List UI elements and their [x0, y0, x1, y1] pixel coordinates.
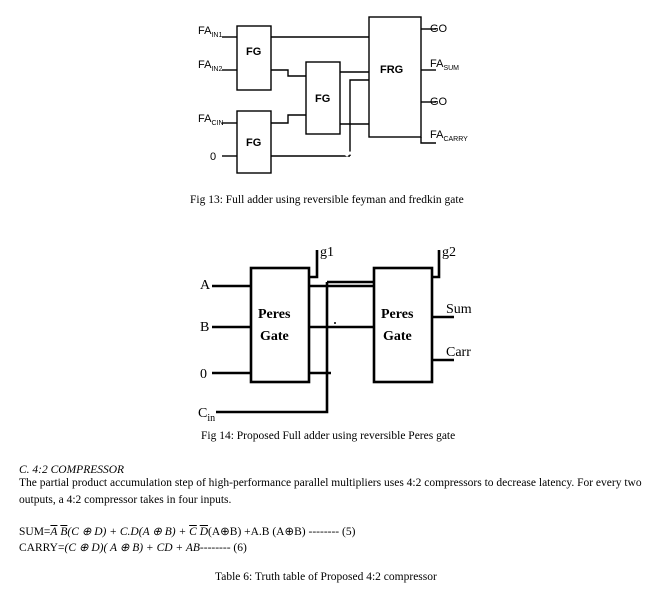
peres-gate-1-label-1: Peres [258, 307, 291, 322]
section-heading: C. 4:2 COMPRESSOR [19, 464, 125, 476]
fig14-input-b: B [200, 320, 209, 335]
fig13-input-3: FACIN [198, 113, 224, 127]
fig13-output-4: FACARRY [430, 129, 468, 143]
section-body: The partial product accumulation step of… [19, 477, 642, 506]
fg-gate-1 [236, 25, 272, 91]
peres-gate-1 [249, 266, 311, 384]
fig13-output-3: GO [430, 96, 448, 108]
carry-equation: CARRY=(C ⊕ D)( A ⊕ B) + CD + AB-------- … [19, 542, 247, 554]
peres-gate-2 [372, 266, 434, 384]
fg-gate-3 [236, 110, 272, 174]
fig13-diagram: FAIN1 FAIN2 FACIN 0 FG FG FG FRG GO FASU… [198, 16, 468, 174]
fig14-input-0: 0 [200, 367, 207, 382]
peres-gate-1-label-2: Gate [260, 329, 289, 344]
peres-gate-2-label-2: Gate [383, 329, 412, 344]
fg-gate-3-label: FG [246, 137, 261, 149]
frg-gate [368, 16, 422, 138]
fig14-input-cin: Cin [198, 406, 215, 424]
frg-gate-label: FRG [380, 64, 403, 76]
sum-equation: SUM=A B(C ⊕ D) + C.D(A ⊕ B) + C D(A⊕B) +… [19, 526, 356, 538]
fig13-output-2: FASUM [430, 58, 459, 72]
fig14-garbage-g2: g2 [442, 245, 456, 260]
fig14-garbage-g1: g1 [320, 245, 334, 260]
peres-gate-2-label-1: Peres [381, 307, 414, 322]
fg-gate-2-label: FG [315, 93, 330, 105]
fg-gate-1-label: FG [246, 46, 261, 58]
fig13-input-2: FAIN2 [198, 59, 222, 73]
fig13-caption: Fig 13: Full adder using reversible feym… [190, 194, 464, 206]
fig13-input-4: 0 [210, 151, 216, 163]
fig14-caption: Fig 14: Proposed Full adder using revers… [201, 430, 456, 442]
fig14-output-carry: Carr [446, 345, 471, 360]
fig14-output-sum: Sum [446, 302, 472, 317]
fg-gate-2 [305, 61, 341, 135]
fig14-input-a: A [200, 278, 211, 293]
table6-caption: Table 6: Truth table of Proposed 4:2 com… [215, 571, 437, 583]
fig13-input-1: FAIN1 [198, 25, 222, 39]
fig13-output-1: GO [430, 23, 448, 35]
fig14-diagram: A B 0 Cin Peres Gate Peres Gate g1 g2 Su… [198, 245, 472, 424]
